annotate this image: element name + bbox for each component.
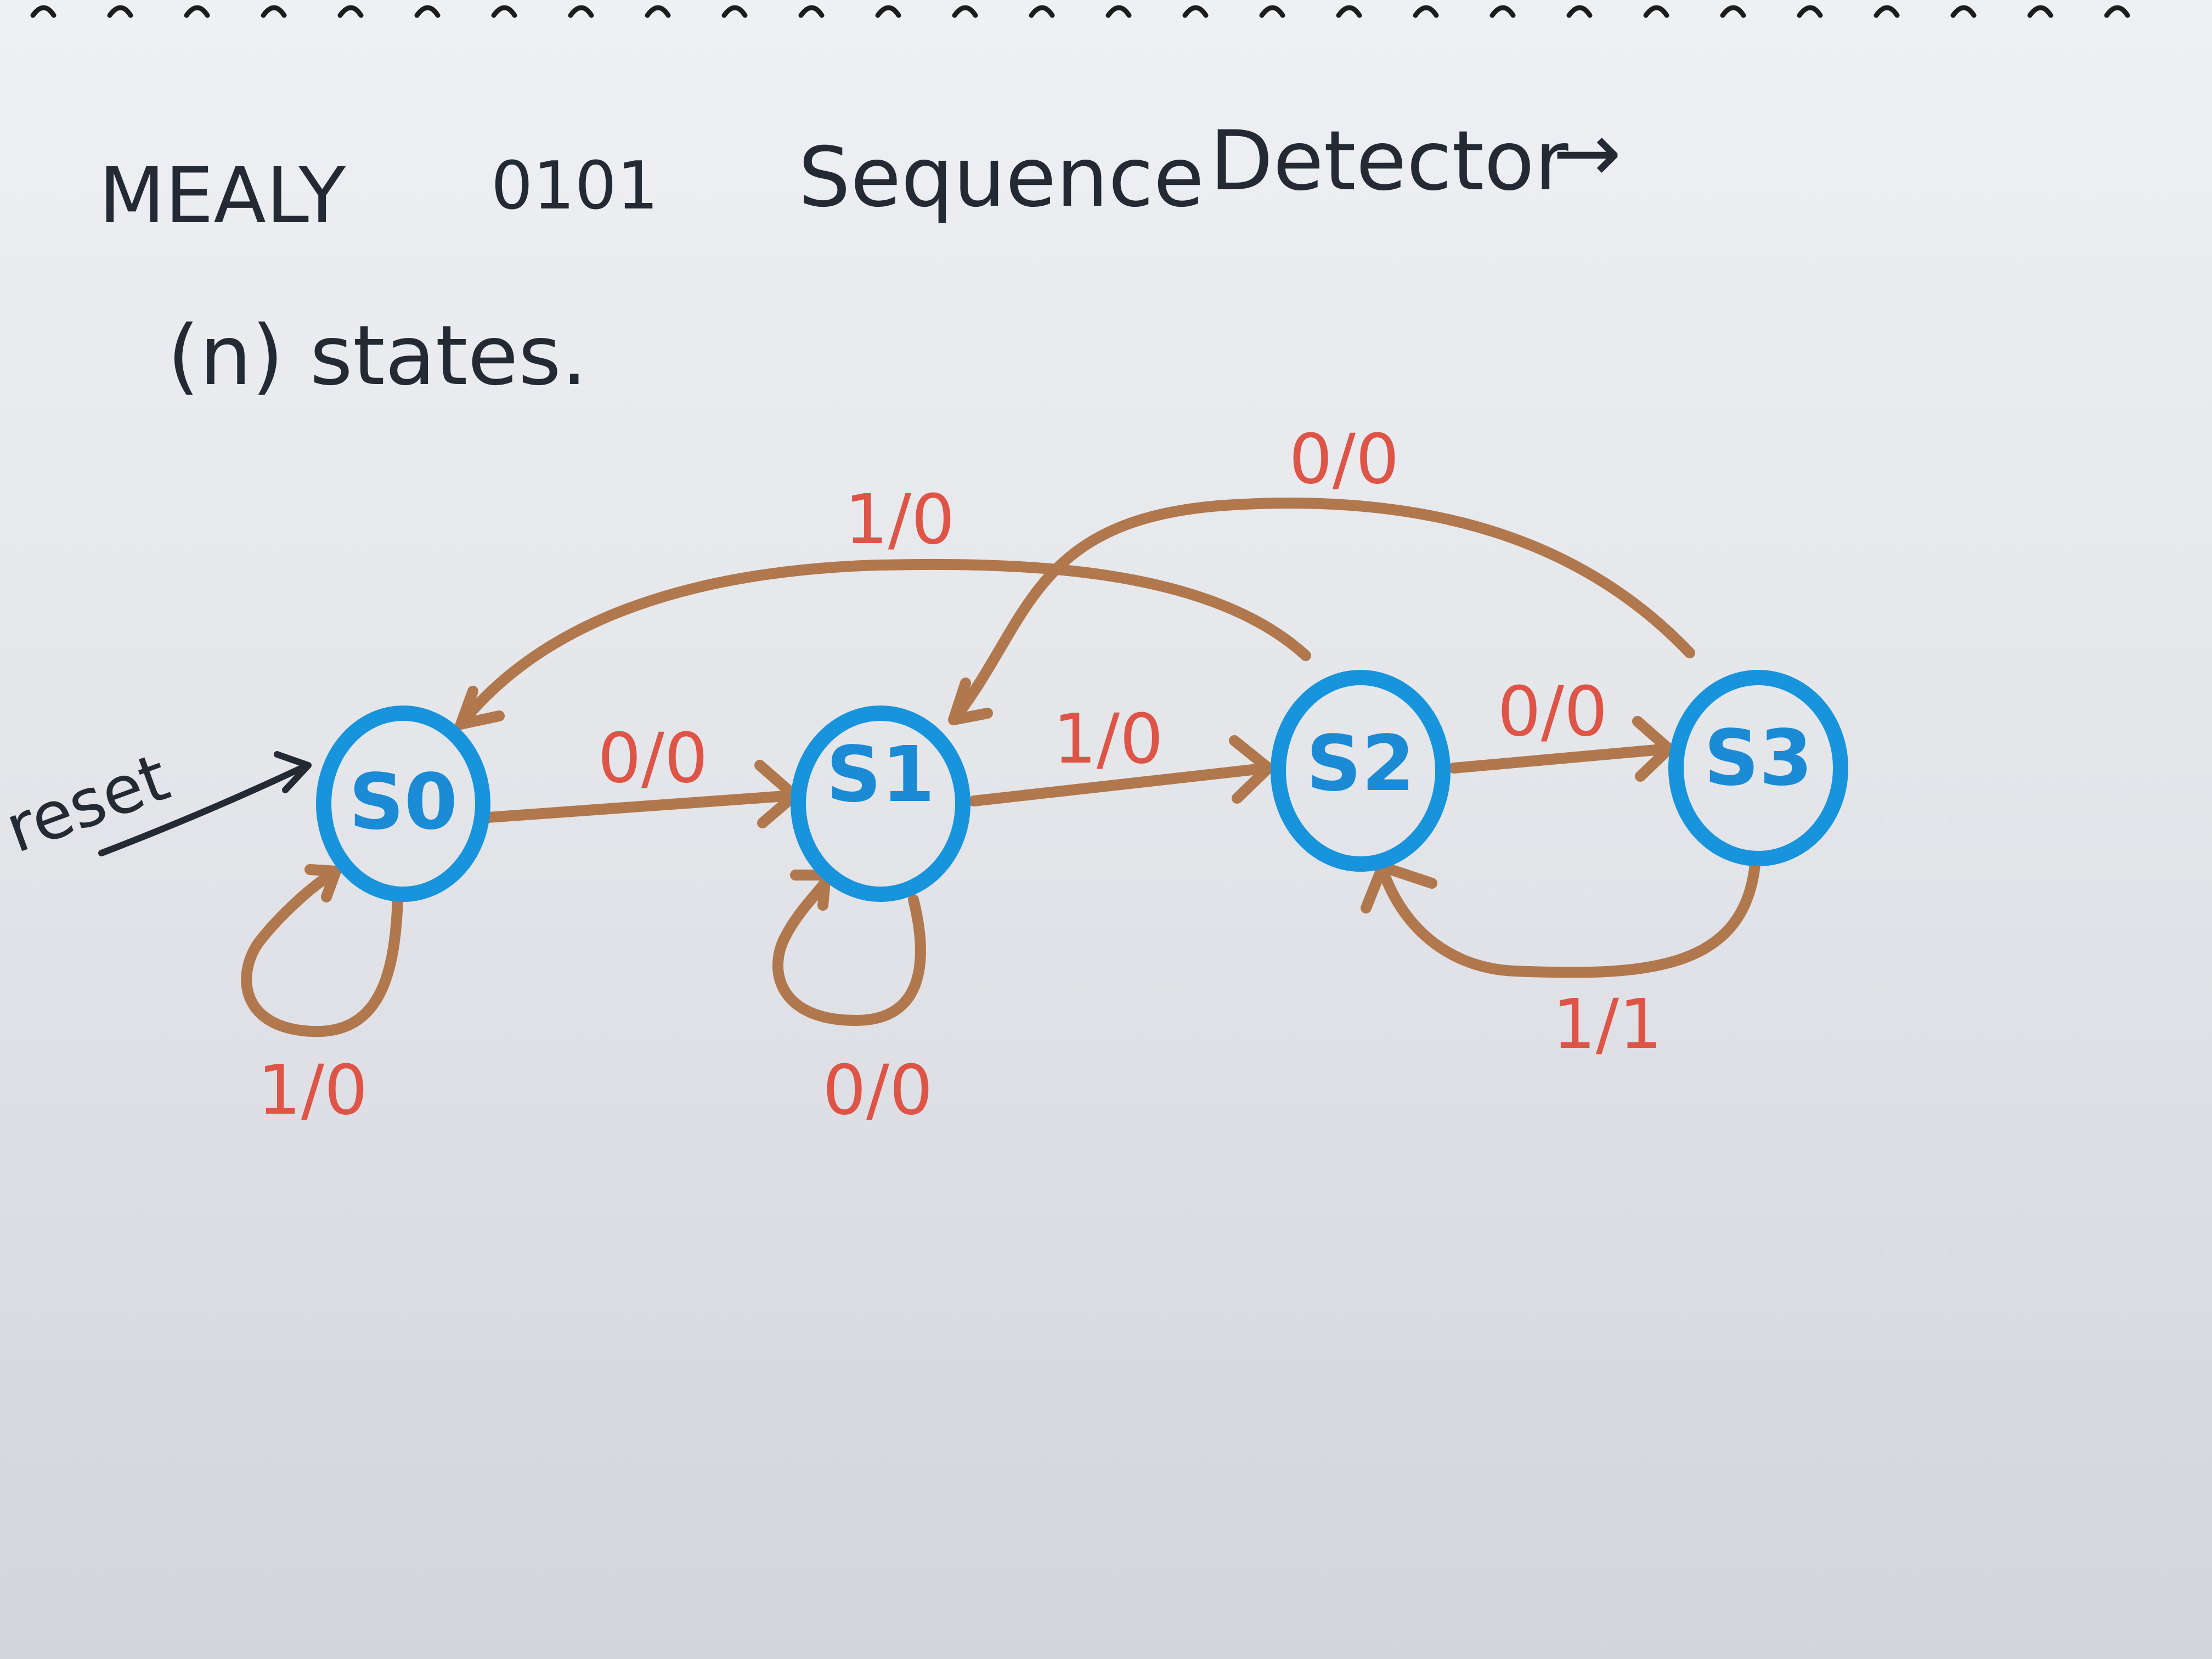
edge-s0-self bbox=[241, 867, 403, 1037]
label-s0-self: 1/0 bbox=[257, 1051, 368, 1130]
edge-s3-s2 bbox=[1377, 853, 1761, 978]
title-detector-word: Detector bbox=[1210, 114, 1568, 209]
state-s0-label: S0 bbox=[349, 758, 458, 847]
edge-s2-s3 bbox=[1448, 743, 1673, 774]
state-s1-circle bbox=[791, 706, 970, 902]
state-s0: S0 bbox=[316, 706, 490, 902]
state-s1-label: S1 bbox=[826, 730, 935, 820]
title-arrow: → bbox=[1553, 105, 1622, 201]
label-s0-s1: 0/0 bbox=[597, 719, 708, 798]
edge-s3-s1 bbox=[949, 498, 1695, 724]
label-s1-s2: 1/0 bbox=[1053, 699, 1163, 779]
state-s3-circle bbox=[1668, 670, 1848, 866]
state-s2: S2 bbox=[1271, 670, 1451, 872]
edge-s2-s3-head bbox=[1632, 716, 1674, 782]
edge-s1-self bbox=[772, 872, 926, 1026]
label-s3-s2: 1/1 bbox=[1552, 985, 1662, 1064]
reset-arrow bbox=[98, 762, 311, 856]
spiral-binding bbox=[30, 5, 2130, 18]
edge-s3-s1-head bbox=[948, 678, 993, 725]
edge-s2-s0-head bbox=[455, 686, 505, 730]
state-s2-circle bbox=[1271, 670, 1451, 872]
label-s2-s3: 0/0 bbox=[1497, 672, 1607, 752]
edge-s1-s2 bbox=[968, 763, 1273, 806]
title-mealy: MEALY bbox=[99, 151, 346, 241]
label-s3-s1: 0/0 bbox=[1289, 420, 1399, 499]
label-s2-s0: 1/0 bbox=[844, 480, 955, 560]
state-s2-label: S2 bbox=[1306, 719, 1415, 809]
edge-s2-s0 bbox=[455, 558, 1311, 730]
state-s0-circle bbox=[316, 706, 490, 902]
state-s3-label: S3 bbox=[1704, 714, 1813, 803]
edge-s1-s2-head bbox=[1229, 735, 1274, 804]
title-sequence-bits: 0101 bbox=[491, 148, 658, 224]
edge-s0-s1 bbox=[483, 790, 798, 823]
reset-label: reset bbox=[0, 740, 179, 868]
title-sequence-word: Sequence bbox=[798, 130, 1204, 225]
label-s1-self: 0/0 bbox=[822, 1051, 933, 1130]
state-s1: S1 bbox=[791, 706, 970, 902]
state-s3: S3 bbox=[1668, 670, 1848, 866]
reset-arrow-head bbox=[274, 751, 312, 793]
edge-s0-self-head bbox=[304, 864, 341, 902]
subtitle-states: (n) states. bbox=[167, 308, 588, 404]
